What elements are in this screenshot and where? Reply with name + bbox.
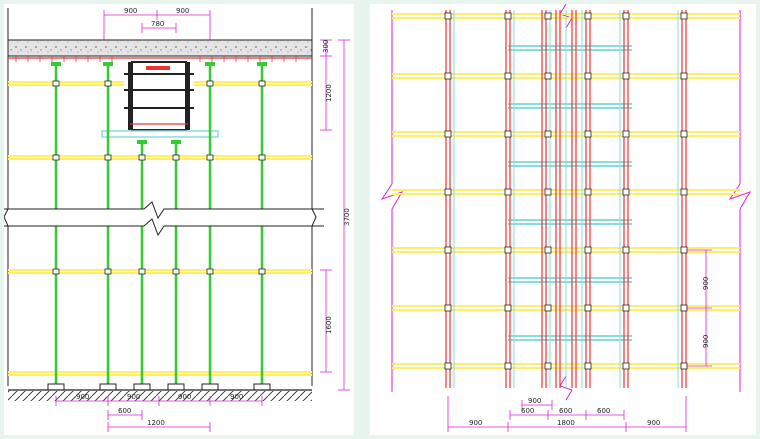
dim-beam-span: 1200 bbox=[147, 419, 165, 427]
dim-total-height: 3700 bbox=[343, 208, 351, 226]
break-lines bbox=[4, 201, 324, 237]
dim-lower-spacing: 1600 bbox=[325, 316, 333, 334]
dim-top-right: 900 bbox=[176, 7, 189, 15]
plan-right-dims bbox=[686, 249, 712, 367]
plan-dim-row-1: 900 bbox=[702, 277, 710, 290]
plan-dim-top: 900 bbox=[528, 397, 541, 405]
pole-top-supports bbox=[51, 62, 267, 144]
plan-dim-bottom-left: 900 bbox=[469, 419, 482, 427]
beam-joist bbox=[101, 130, 219, 138]
right-dimension-chain bbox=[320, 39, 350, 391]
plan-dim-600-a: 600 bbox=[521, 407, 534, 415]
plan-panel: 900 900 900 600 600 600 900 1800 900 bbox=[370, 4, 756, 435]
dim-slab-thickness: 300 bbox=[322, 40, 330, 53]
slab-formwork-ticks bbox=[15, 56, 297, 62]
plan-bottom-dims bbox=[447, 396, 687, 432]
dim-bottom-right: 900 bbox=[230, 393, 243, 401]
pole-clamps bbox=[52, 80, 266, 275]
dim-beam-depth: 1200 bbox=[325, 84, 333, 102]
dim-top-left: 900 bbox=[124, 7, 137, 15]
plan-drawing: 900 900 900 600 600 600 900 1800 900 bbox=[380, 4, 752, 432]
dim-beam-pole-spacing: 600 bbox=[118, 407, 131, 415]
top-dimension-chain bbox=[103, 10, 211, 40]
base-plates bbox=[47, 383, 271, 391]
elevation-drawing: 900 900 780 bbox=[4, 7, 351, 432]
concrete-beam bbox=[124, 61, 194, 131]
plan-cyan-members bbox=[453, 10, 679, 388]
plan-frame bbox=[380, 4, 752, 401]
elevation-panel: 900 900 780 bbox=[4, 4, 354, 435]
dim-bottom-center: 900 bbox=[127, 393, 140, 401]
dim-bottom-left: 900 bbox=[76, 393, 89, 401]
ground-hatch bbox=[8, 391, 312, 401]
bottom-dimension-chain bbox=[55, 396, 263, 432]
dim-top-center: 780 bbox=[151, 20, 164, 28]
plan-dim-row-2: 900 bbox=[702, 335, 710, 348]
plan-dim-bottom-right: 900 bbox=[647, 419, 660, 427]
plan-beam-joists bbox=[508, 45, 632, 341]
break-band bbox=[4, 209, 324, 226]
plan-dim-bottom-center: 1800 bbox=[557, 419, 575, 427]
dim-bottom-center-right: 900 bbox=[178, 393, 191, 401]
plan-dim-600-b: 600 bbox=[559, 407, 572, 415]
concrete-slab bbox=[7, 39, 313, 57]
plan-dim-600-c: 600 bbox=[597, 407, 610, 415]
